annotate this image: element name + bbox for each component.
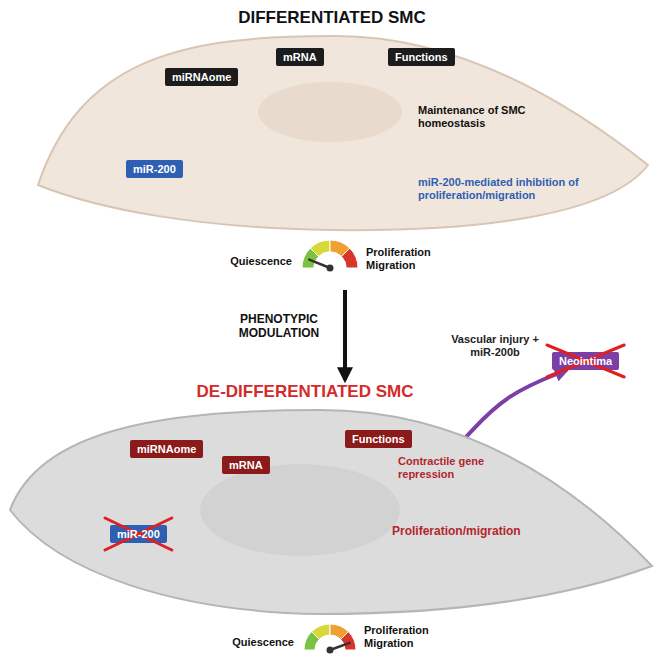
cross-stroke (105, 518, 172, 550)
cell-membrane (10, 410, 652, 614)
box-label: mRNA (283, 51, 317, 63)
gauge-segment (341, 632, 356, 650)
cell-heading: DE-DIFFERENTIATED SMC (197, 382, 414, 402)
gauge (304, 624, 356, 654)
box-label: Functions (352, 433, 405, 445)
label-box: mRNA (222, 456, 270, 474)
annotation-text: Proliferation Migration (364, 624, 450, 650)
box-label: miR-200 (133, 163, 176, 175)
annotation-text: Maintenance of SMC homeostasis (418, 104, 530, 130)
label-box: Neointima (552, 352, 619, 370)
cell-membrane (38, 36, 648, 230)
annotation-text: Proliferation/migration (392, 524, 542, 538)
cell-outline: DE-DIFFERENTIATED SMC miRNAome mRNA Functio… (0, 380, 664, 622)
annotation-text: Proliferation Migration (366, 246, 452, 272)
cell-nucleus (200, 464, 400, 556)
box-label: miR-200 (117, 528, 160, 540)
cell-shape (0, 380, 664, 622)
cell-shape (0, 6, 664, 290)
connector-label: PHENOTYPIC MODULATION (222, 312, 336, 341)
gauge-hub (327, 265, 334, 272)
gauge-segment (312, 624, 330, 639)
cell-outline: DIFFERENTIATED SMC miRNAome mRNA Functions m… (0, 6, 664, 290)
box-label: Functions (395, 51, 448, 63)
annotation-text: Quiescence (208, 636, 294, 649)
annotation-text: Quiescence (206, 255, 292, 268)
cross-stroke (547, 345, 624, 377)
cell-nucleus (258, 82, 402, 142)
cell-heading: DIFFERENTIATED SMC (238, 8, 426, 28)
connector-label: Vascular injury + miR-200b (445, 333, 545, 359)
label-box: Functions (345, 430, 412, 448)
box-label: Neointima (559, 355, 612, 367)
annotation-text: miR-200-mediated inhibition of prolifera… (418, 176, 582, 202)
connector-arrow (343, 290, 347, 380)
label-box: miRNAome (130, 440, 203, 458)
label-box: Functions (388, 48, 455, 66)
box-label: miRNAome (172, 71, 231, 83)
gauge-segment (310, 240, 330, 257)
box-label: miRNAome (137, 443, 196, 455)
box-label: mRNA (229, 459, 263, 471)
gauge-hub (327, 647, 334, 654)
cross-stroke (547, 345, 624, 377)
label-box: miR-200 (126, 160, 183, 178)
annotation-text: Contractile gene repression (398, 455, 504, 481)
gauge-segment (341, 248, 358, 268)
cell-group (38, 36, 648, 230)
label-box: miR-200 (110, 525, 167, 543)
label-box: miRNAome (165, 68, 238, 86)
connector-arrow (466, 370, 567, 437)
cross-stroke (105, 518, 172, 550)
cell-group (10, 410, 652, 614)
gauge (302, 240, 358, 272)
label-box: mRNA (276, 48, 324, 66)
